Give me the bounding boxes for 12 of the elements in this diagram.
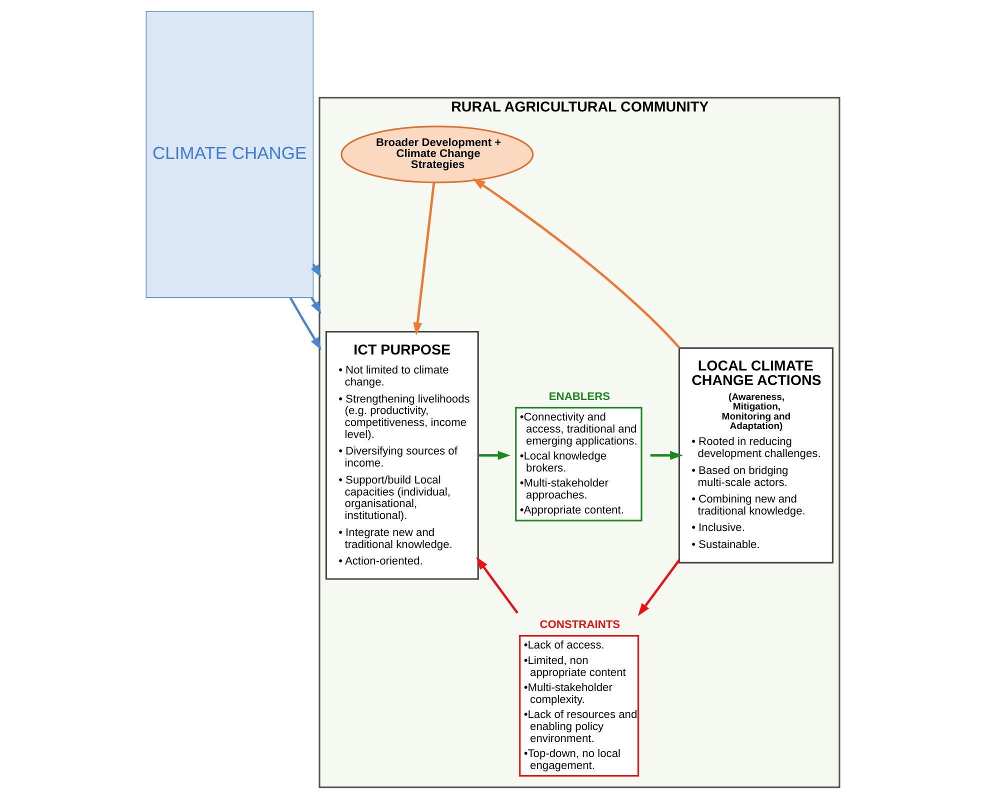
arrow xyxy=(478,450,510,460)
arrow xyxy=(472,178,680,349)
node-box: LOCAL CLIMATE CHANGE ACTIONS (Awareness, Mitigation, Monitoring and Adaptation) • Rooted in reducing development challenges. • Based on bridging multi-scale actors. • Combining new and traditional knowledge. • Inclusive. • Sustainable. xyxy=(678,347,833,564)
node-ellipse: Broader Development + Climate Change Strategies xyxy=(340,126,534,184)
arrow xyxy=(637,559,680,616)
node-box: CLIMATE CHANGE xyxy=(145,10,314,298)
arrow xyxy=(650,450,682,460)
node-label: CONSTRAINTS xyxy=(539,619,620,632)
node-label: ENABLERS xyxy=(548,390,610,403)
node-box: ICT PURPOSE • Not limited to climate change. • Strengthening livelihoods (e.g. productivity, competitiveness, income level). • Diversifying sources of income. • Support/build Local capacities (individual, organisational, institutional). • Integrate new and traditional knowledge. • Action-oriented. xyxy=(324,330,478,580)
arrow xyxy=(476,556,518,614)
arrow xyxy=(412,182,435,336)
